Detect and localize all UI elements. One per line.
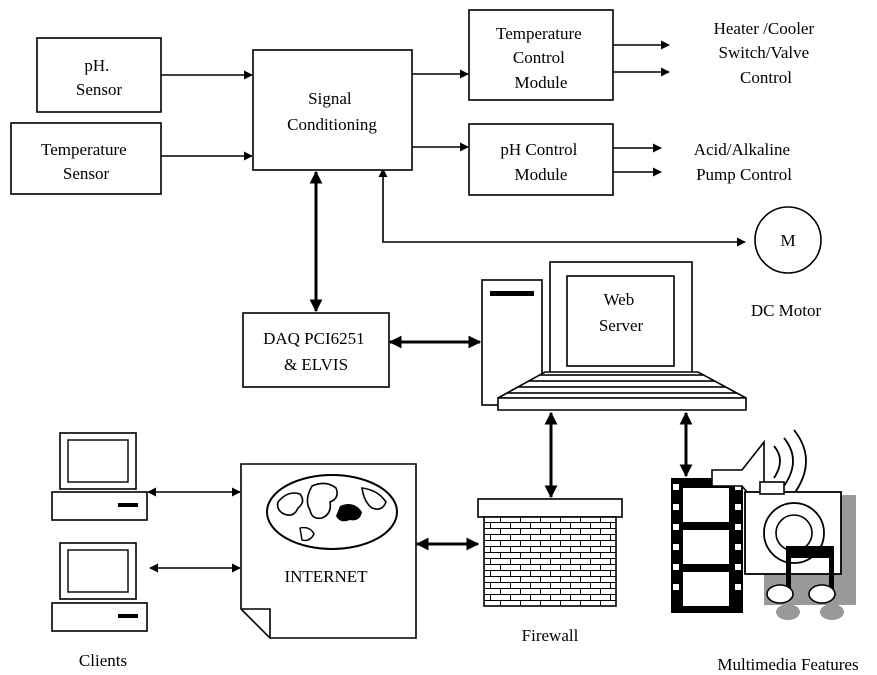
multimedia-icon — [671, 429, 856, 620]
client-computer-icon — [51, 542, 148, 632]
clients-label: Clients — [79, 651, 127, 670]
globe-icon — [266, 474, 398, 550]
pump-label-2: Pump Control — [696, 165, 792, 184]
svg-text:pH. Sensor: pH. Sensor — [76, 56, 123, 99]
temperature-sensor-box: Temperature Sensor — [10, 122, 162, 195]
svg-text:Temperature Sensor: Temperature Sensor — [41, 140, 131, 183]
svg-text:DAQ PCI6251 & ELVIS: DAQ PCI6251 & ELVIS — [263, 329, 369, 374]
internet-label: INTERNET — [284, 567, 368, 586]
pump-control-label: Acid/Alkaline Pump Control — [694, 140, 795, 184]
pump-label-1: Acid/Alkaline — [694, 140, 790, 159]
web-server-label-1: Web — [604, 290, 635, 309]
svg-text:Temperature Control: Temperature Control Module — [496, 24, 586, 92]
ph-sensor-label-2: Sensor — [76, 80, 123, 99]
svg-text:Web Server: Web Server — [599, 290, 644, 335]
client-computer-icon — [51, 432, 148, 521]
heater-label-1: Heater /Cooler — [714, 19, 815, 38]
temp-control-label-3: Module — [515, 73, 568, 92]
firewall-icon — [477, 498, 623, 607]
connectors — [147, 40, 746, 573]
svg-text:Signal Conditioning: Signal Conditioning — [287, 89, 377, 134]
camera-icon — [744, 481, 842, 575]
daq-label-2: & ELVIS — [284, 355, 348, 374]
film-strip-icon — [671, 478, 743, 613]
signal-conditioning-box: Signal Conditioning — [252, 49, 413, 171]
temp-control-label-2: Control — [513, 48, 565, 67]
signal-conditioning-label-2: Conditioning — [287, 115, 377, 134]
temperature-sensor-label-2: Sensor — [63, 164, 110, 183]
temperature-sensor-label-1: Temperature — [41, 140, 127, 159]
ph-control-module-box: pH Control Module — [468, 123, 614, 196]
web-server-label-2: Server — [599, 316, 644, 335]
ph-sensor-box: pH. Sensor — [36, 37, 162, 113]
heater-label-3: Control — [740, 68, 792, 87]
daq-box: DAQ PCI6251 & ELVIS — [242, 312, 390, 388]
dc-motor-label: DC Motor — [751, 301, 822, 320]
ph-control-label-1: pH Control — [500, 140, 577, 159]
multimedia-label: Multimedia Features — [717, 655, 858, 674]
internet-page-icon: INTERNET — [240, 463, 417, 639]
dc-motor-icon: M — [754, 206, 822, 274]
svg-text:pH Control Module: pH Control Module — [500, 140, 581, 184]
daq-label-1: DAQ PCI6251 — [263, 329, 365, 348]
temp-control-label-1: Temperature — [496, 24, 582, 43]
temperature-control-module-box: Temperature Control Module — [468, 9, 614, 101]
firewall-label: Firewall — [522, 626, 579, 645]
heater-cooler-label: Heater /Cooler Switch/Valve Control — [714, 19, 819, 87]
web-server-computer-icon: Web Server — [481, 261, 747, 411]
signal-conditioning-label-1: Signal — [308, 89, 352, 108]
ph-sensor-label-1: pH. — [84, 56, 109, 75]
music-note-icon — [766, 546, 844, 620]
heater-label-2: Switch/Valve — [719, 43, 810, 62]
motor-symbol: M — [780, 231, 795, 250]
ph-control-label-2: Module — [515, 165, 568, 184]
